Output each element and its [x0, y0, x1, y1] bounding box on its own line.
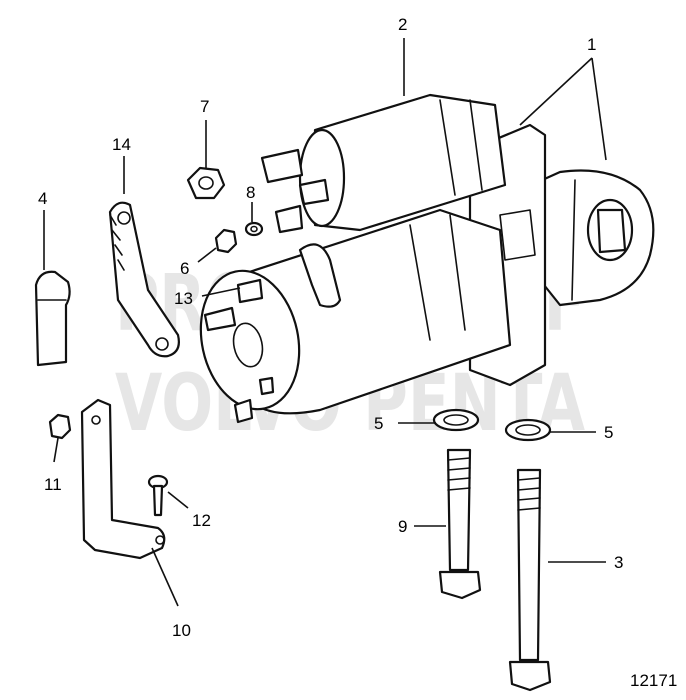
part-5-washers: [432, 408, 552, 442]
callout-11: 11: [44, 475, 62, 494]
callout-9: 9: [398, 517, 407, 536]
callout-2: 2: [398, 15, 407, 34]
callouts: 1 2 3 4 5 5 6 7 8 9 10 11 12 13 14: [38, 15, 623, 640]
callout-3: 3: [614, 553, 623, 572]
part-10-bracket: [80, 398, 166, 560]
leader-12: [167, 491, 189, 509]
starter-motor: [199, 123, 655, 424]
callout-6: 6: [180, 259, 189, 278]
callout-1: 1: [587, 35, 596, 54]
callout-7: 7: [200, 97, 209, 116]
part-8-washer: [244, 221, 264, 237]
leader-1a: [519, 57, 593, 126]
callout-8: 8: [246, 183, 255, 202]
part-7-nut: [186, 166, 226, 200]
solenoid: [260, 93, 507, 234]
part-3-bolt: [508, 468, 552, 692]
callout-13: 13: [174, 289, 193, 308]
leader-lines: [43, 38, 607, 607]
leader-6: [197, 247, 217, 263]
callout-5a: 5: [374, 414, 383, 433]
leader-1b: [591, 57, 607, 161]
callout-4: 4: [38, 189, 47, 208]
callout-10: 10: [172, 621, 191, 640]
leader-11: [53, 437, 59, 463]
part-9-bolt: [438, 448, 482, 600]
part-4-boot: [34, 270, 71, 367]
leader-10: [151, 547, 179, 607]
part-14-strap: [108, 201, 180, 358]
leader-13: [201, 287, 241, 297]
part-12-screw: [147, 474, 169, 517]
callout-12: 12: [192, 511, 211, 530]
part-6-nut: [214, 228, 238, 254]
callout-5b: 5: [604, 423, 613, 442]
part-11-nut: [48, 413, 72, 440]
figure-number: 12171: [630, 671, 677, 690]
callout-14: 14: [112, 135, 131, 154]
